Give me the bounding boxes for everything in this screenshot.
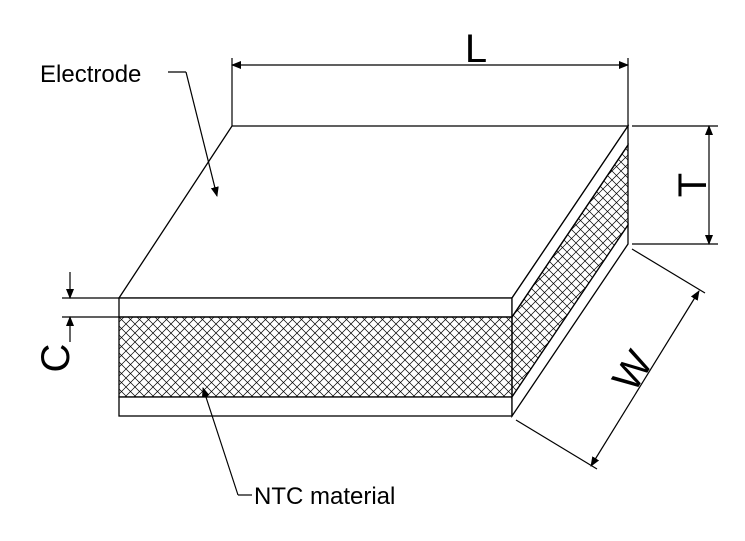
thickness-label: T: [671, 173, 715, 197]
ntc-material-label: NTC material: [254, 483, 395, 510]
front-bottom-electrode: [118, 396, 513, 417]
electrode-callout: Electrode: [40, 61, 219, 197]
ntc-material-callout: NTC material: [201, 387, 395, 510]
thickness-dimension: T: [632, 125, 718, 245]
electrode-label: Electrode: [40, 61, 141, 88]
electrode-thickness-label: C: [34, 344, 78, 373]
length-label: L: [465, 27, 487, 71]
front-ntc-layer: [118, 316, 513, 398]
electrode-thickness-dimension: C: [34, 272, 119, 372]
side-bottom-electrode: [511, 222, 629, 419]
width-label: W: [604, 343, 661, 399]
front-top-electrode: [118, 297, 513, 318]
length-dimension: L: [231, 27, 629, 126]
